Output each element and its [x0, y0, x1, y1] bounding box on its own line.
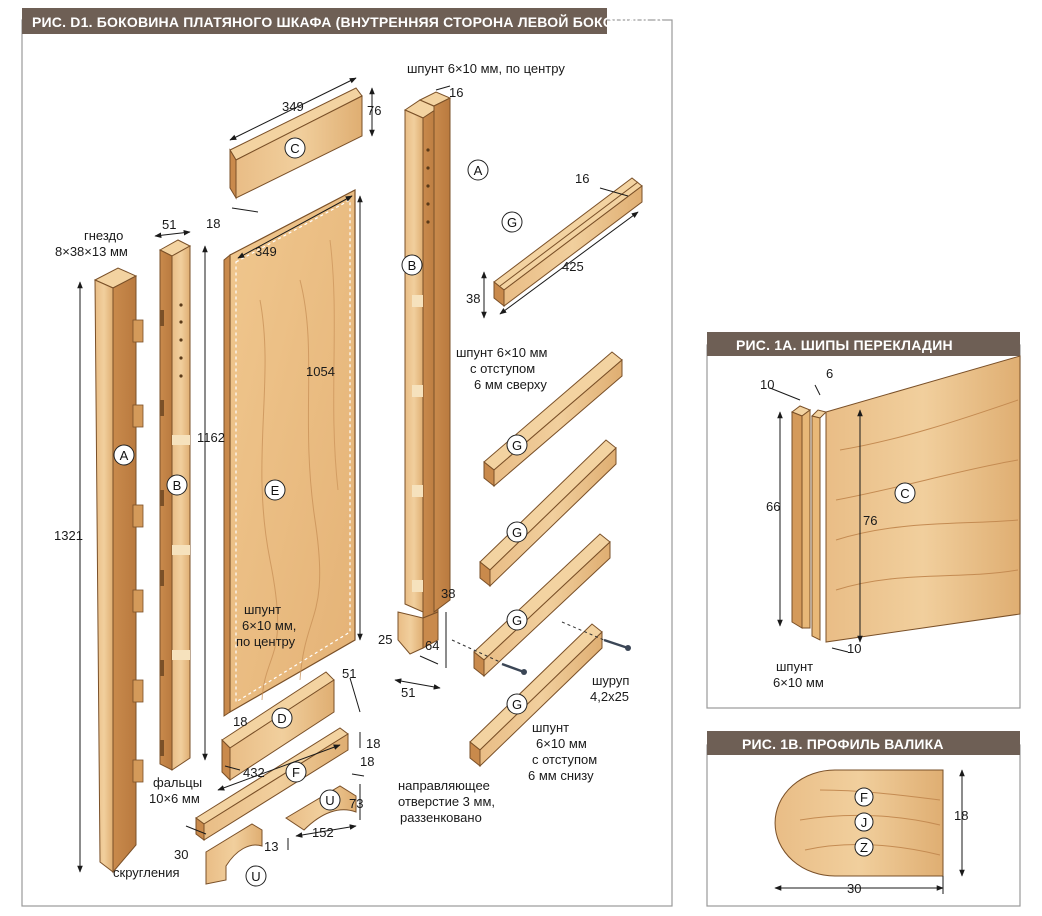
fig1a-dim-10-bot: 10	[847, 641, 861, 656]
label-b-right: B	[408, 258, 417, 273]
dim-g-height: 38	[466, 291, 480, 306]
dimension-lines	[77, 77, 639, 873]
label-a-left: A	[120, 448, 129, 463]
figure-1a-title-bar	[707, 332, 1020, 356]
note-round: скругления	[113, 865, 180, 880]
dim-b-width: 51	[162, 217, 176, 232]
label-c: C	[290, 141, 299, 156]
fig1a-dim-10-top: 10	[760, 377, 774, 392]
fig1a-label-c: C	[900, 486, 909, 501]
dim-d-thickness: 18	[233, 714, 247, 729]
label-g-4: G	[512, 613, 522, 628]
note-screw-l1: шуруп	[592, 673, 629, 688]
fig1b-dim-h: 18	[954, 808, 968, 823]
fig1b-label-z: Z	[860, 840, 868, 855]
notes: шпунт 6×10 мм, по центру гнездо 8×38×13 …	[55, 61, 629, 880]
dim-d-width: 51	[342, 666, 356, 681]
dim-d-length: 432	[243, 765, 265, 780]
part-u-bracket-left	[205, 823, 263, 885]
label-e: E	[271, 483, 280, 498]
figure-d1-title: РИС. D1. БОКОВИНА ПЛАТЯНОГО ШКАФА (ВНУТР…	[32, 13, 664, 30]
dim-top-groove-width: 16	[449, 85, 463, 100]
label-d: D	[277, 711, 286, 726]
dim-rail-38: 38	[441, 586, 455, 601]
figure-d1: РИС. D1. БОКОВИНА ПЛАТЯНОГО ШКАФА (ВНУТР…	[21, 8, 673, 907]
dim-rail-25: 25	[378, 632, 392, 647]
fig1a-note-l1: шпунт	[776, 659, 813, 674]
note-pilot-l3: раззенковано	[400, 810, 482, 825]
part-labels: C A A B B E G G G G G D F U	[113, 137, 528, 887]
note-groove-center-mid-l1: шпунт	[244, 602, 281, 617]
label-u-right: U	[325, 793, 334, 808]
fig1a-dim-76: 76	[863, 513, 877, 528]
note-groove-off-bot-l1: шпунт	[532, 720, 569, 735]
label-u-left: U	[251, 869, 260, 884]
fig1a-dim-6: 6	[826, 366, 833, 381]
label-g-1: G	[507, 215, 517, 230]
figure-d1-title-bar	[22, 8, 607, 34]
dim-u-73: 73	[349, 796, 363, 811]
dim-f-18-b: 18	[360, 754, 374, 769]
note-screw-l2: 4,2х25	[590, 689, 629, 704]
dim-u-13: 13	[264, 839, 278, 854]
part-a-stile-left	[93, 267, 144, 874]
label-g-5: G	[512, 697, 522, 712]
figure-1b: РИС. 1В. ПРОФИЛЬ ВАЛИКА F J Z 18 30	[706, 731, 1021, 907]
dim-rail-64: 64	[425, 638, 439, 653]
note-groove-off-top-l2: с отступом	[470, 361, 535, 376]
note-pilot-l2: отверстие 3 мм,	[398, 794, 495, 809]
fig1b-label-j: J	[861, 815, 868, 830]
note-groove-off-bot-l4: 6 мм снизу	[528, 768, 594, 783]
label-a-right: A	[474, 163, 483, 178]
figure-1a-title: РИС. 1А. ШИПЫ ПЕРЕКЛАДИН	[736, 337, 953, 353]
dim-g-groove-width: 16	[575, 171, 589, 186]
dimension-texts: 349 76 18 51 1162 1321 349 1054 16 16 42…	[54, 85, 589, 862]
fig1a-dim-66: 66	[766, 499, 780, 514]
part-b-stile-left	[158, 239, 192, 771]
note-groove-center-mid-l3: по центру	[236, 634, 296, 649]
part-a-stile-right	[397, 91, 452, 655]
dim-e-width: 349	[255, 244, 277, 259]
dim-c-length: 349	[282, 99, 304, 114]
label-b-left: B	[173, 478, 182, 493]
figure-1b-title-bar	[707, 731, 1020, 755]
screw-right	[561, 621, 631, 651]
note-pilot-l1: направляющее	[398, 778, 490, 793]
figure-1a: РИС. 1А. ШИПЫ ПЕРЕКЛАДИН C 10 6 66 76 10…	[706, 332, 1021, 709]
note-rabbet-l1: фальцы	[153, 775, 202, 790]
note-groove-off-top-l1: шпунт 6×10 мм	[456, 345, 548, 360]
label-g-2: G	[512, 438, 522, 453]
dim-rail-51: 51	[401, 685, 415, 700]
dim-f-18-a: 18	[366, 736, 380, 751]
note-groove-off-bot-l3: с отступом	[532, 752, 597, 767]
note-groove-center-mid-l2: 6×10 мм,	[242, 618, 296, 633]
part-b-stile-right	[403, 99, 440, 619]
note-groove-off-bot-l2: 6×10 мм	[536, 736, 587, 751]
note-rabbet-l2: 10×6 мм	[149, 791, 200, 806]
part-g-rail-5	[469, 623, 603, 768]
fig1a-note-l2: 6×10 мм	[773, 675, 824, 690]
note-mortise-l2: 8×38×13 мм	[55, 244, 128, 259]
dim-u-152: 152	[312, 825, 334, 840]
part-g-rail-4	[473, 533, 611, 678]
note-groove-off-top-l3: 6 мм сверху	[474, 377, 547, 392]
dim-c-thickness: 18	[206, 216, 220, 231]
dim-a-length: 1321	[54, 528, 83, 543]
figure-1b-title: РИС. 1В. ПРОФИЛЬ ВАЛИКА	[742, 736, 944, 752]
dim-f-30: 30	[174, 847, 188, 862]
label-f: F	[292, 765, 300, 780]
fig1b-label-f: F	[860, 790, 868, 805]
dim-b-length: 1162	[197, 430, 225, 445]
note-mortise-l1: гнездо	[84, 228, 123, 243]
dim-e-height: 1054	[306, 364, 335, 379]
dim-g-length: 425	[562, 259, 584, 274]
fig1b-dim-w: 30	[847, 881, 861, 896]
label-g-3: G	[512, 525, 522, 540]
dim-c-width: 76	[367, 103, 381, 118]
note-groove-center-top: шпунт 6×10 мм, по центру	[407, 61, 565, 76]
screw-left	[451, 639, 527, 675]
